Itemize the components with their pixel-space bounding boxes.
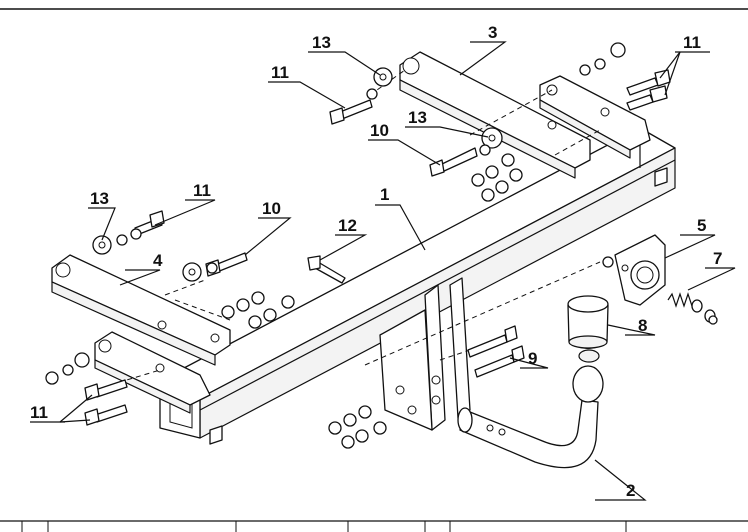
callout-2: 2 — [626, 481, 635, 500]
bolts — [84, 69, 671, 426]
callout-13-left: 13 — [90, 189, 109, 208]
left-side-bracket — [51, 254, 231, 414]
callout-10-mid: 10 — [370, 121, 389, 140]
callout-13-mid: 13 — [408, 108, 427, 127]
callout-4: 4 — [153, 251, 163, 270]
callout-5: 5 — [697, 216, 706, 235]
ball-cover-cap — [567, 295, 609, 350]
title-block-strip — [0, 520, 748, 532]
callout-3: 3 — [488, 23, 497, 42]
callout-labels: 13 3 11 11 13 10 13 11 1 10 12 4 5 7 8 9… — [30, 23, 722, 500]
callout-11-top-left: 11 — [271, 63, 289, 82]
center-mounting-plate — [379, 277, 471, 431]
callout-7: 7 — [713, 249, 722, 268]
callout-10-left: 10 — [262, 199, 281, 218]
callout-1: 1 — [380, 185, 389, 204]
callout-8: 8 — [638, 316, 647, 335]
callout-11-top-right: 11 — [683, 33, 701, 52]
callout-11-bottom: 11 — [30, 403, 48, 422]
right-side-bracket — [399, 51, 651, 179]
nuts-and-washers — [45, 42, 718, 449]
callout-13-top: 13 — [312, 33, 331, 52]
callout-11-left: 11 — [193, 181, 211, 200]
callout-9: 9 — [528, 349, 537, 368]
socket-plate — [614, 234, 666, 306]
leader-lines — [30, 41, 736, 501]
tow-ball-neck — [457, 349, 604, 469]
callout-12: 12 — [338, 216, 357, 235]
